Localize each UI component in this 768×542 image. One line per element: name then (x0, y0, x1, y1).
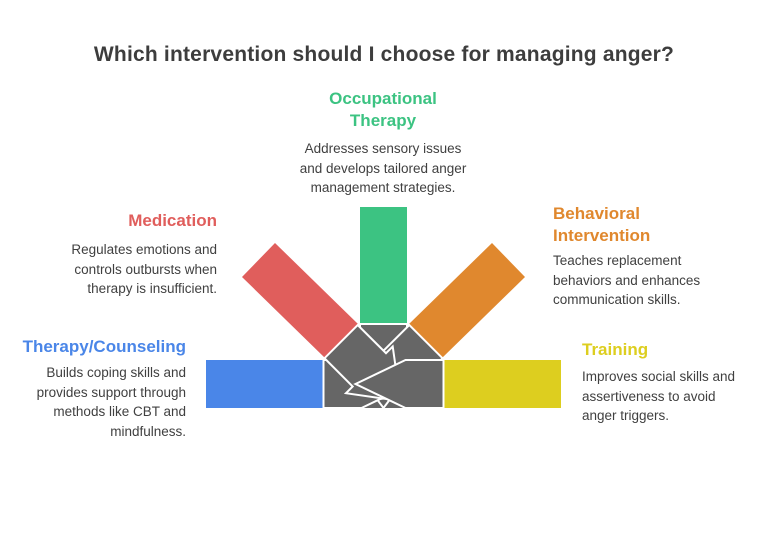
training-bar (442, 360, 561, 408)
training-heading: Training (582, 340, 649, 359)
medication-bar (242, 243, 358, 358)
therapy-bar (206, 360, 325, 408)
page-title: Which intervention should I choose for m… (93, 43, 675, 66)
behavioral-heading: Behavioral Intervention (553, 204, 651, 245)
medication-description: Regulates emotions and controls outburst… (71, 242, 217, 296)
occupational-bar (360, 207, 407, 325)
behavioral-description: Teaches replacement behaviors and enhanc… (553, 253, 701, 307)
therapy-heading: Therapy/Counseling (22, 337, 186, 356)
behavioral-bar (409, 243, 525, 358)
training-description: Improves social skills and assertiveness… (582, 369, 736, 423)
medication-heading: Medication (128, 211, 217, 230)
therapy-description: Builds coping skills and provides suppor… (36, 365, 186, 439)
occupational-description: Addresses sensory issues and develops ta… (299, 141, 467, 195)
occupational-heading: Occupational Therapy (329, 89, 437, 130)
training-arrow (353, 359, 445, 409)
